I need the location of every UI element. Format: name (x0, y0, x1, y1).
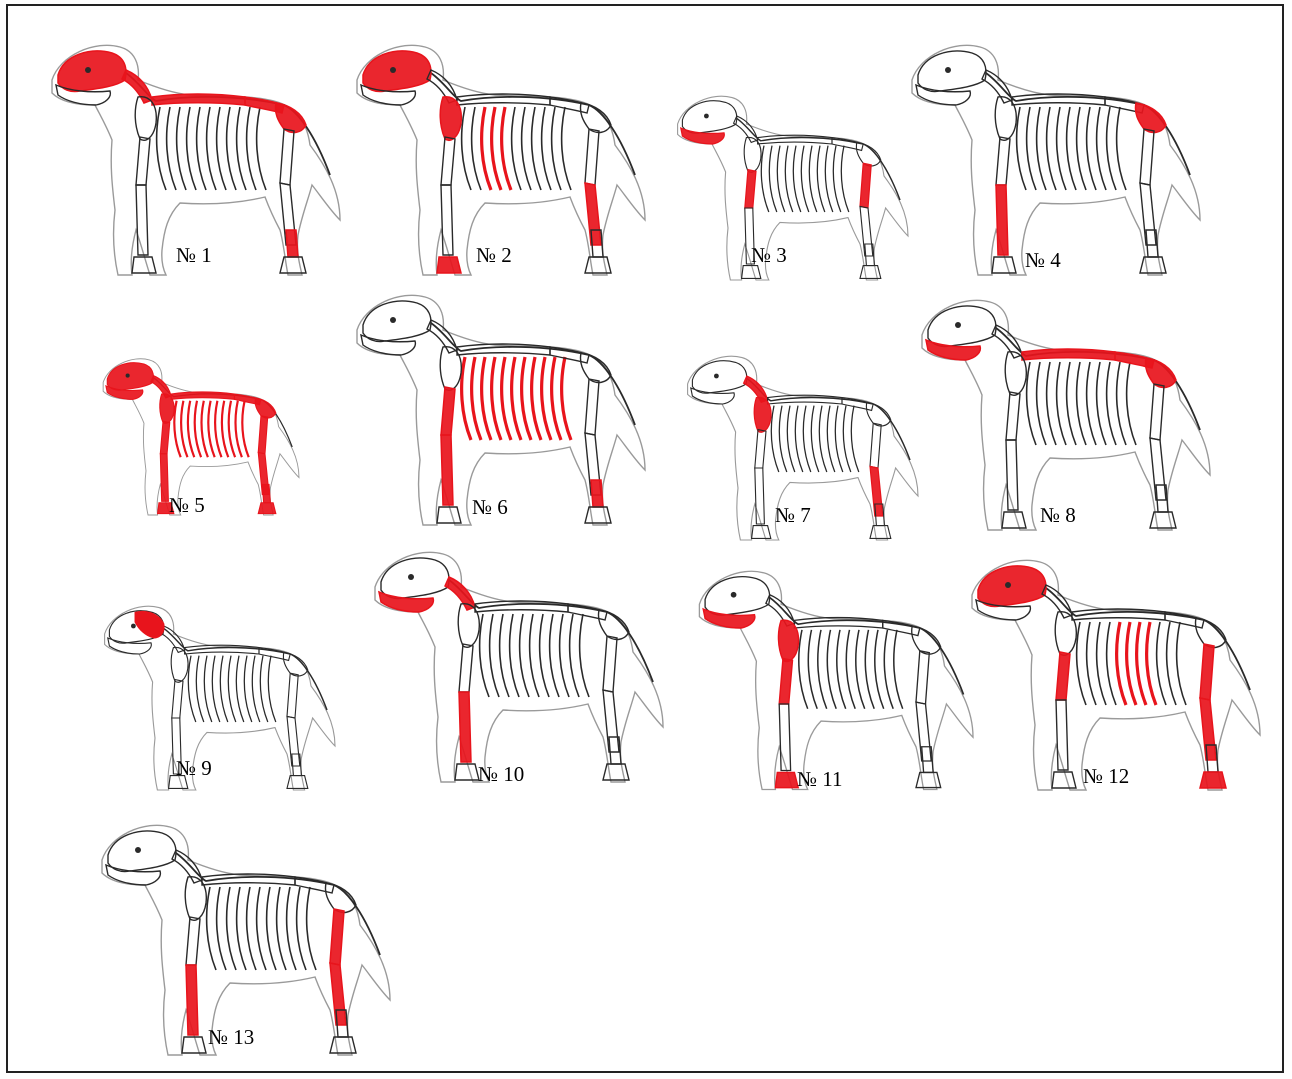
specimen-label-6: № 6 (472, 495, 508, 520)
eye-socket (714, 374, 719, 379)
fore-radius-highlighted (441, 435, 453, 505)
specimen-label-3: № 3 (751, 243, 787, 268)
specimen-label-7: № 7 (775, 503, 811, 528)
specimen-label-5: № 5 (169, 493, 205, 518)
eye-socket (390, 67, 396, 73)
eye-socket (704, 114, 709, 119)
eye-socket (85, 67, 91, 73)
scapula-highlighted (778, 620, 798, 661)
scapula-highlighted (160, 394, 174, 424)
fore-radius-highlighted (459, 692, 471, 762)
specimen-label-1: № 1 (176, 243, 212, 268)
specimen-label-9: № 9 (176, 756, 212, 781)
specimen-label-8: № 8 (1040, 503, 1076, 528)
specimen-label-11: № 11 (797, 767, 843, 792)
eye-socket (731, 592, 737, 598)
scapula-highlighted (440, 97, 461, 140)
eye-socket (955, 322, 961, 328)
fore-paw-highlighted (775, 772, 798, 787)
eye-socket (131, 624, 136, 629)
eye-socket (390, 317, 396, 323)
scapula-highlighted (754, 397, 771, 432)
hind-paw-highlighted (1200, 772, 1226, 788)
eye-socket (408, 574, 414, 580)
hind-tarsus-highlighted (591, 480, 603, 507)
eye-socket (1005, 582, 1011, 588)
specimen-label-13: № 13 (208, 1025, 254, 1050)
hind-paw-highlighted (258, 503, 276, 514)
fore-paw-highlighted (437, 257, 461, 273)
specimen-label-10: № 10 (478, 762, 524, 787)
fore-radius-highlighted (996, 185, 1008, 255)
specimen-label-12: № 12 (1083, 764, 1129, 789)
fore-radius-highlighted (160, 454, 168, 502)
fore-radius-highlighted (186, 965, 198, 1035)
specimen-label-2: № 2 (476, 243, 512, 268)
hind-tarsus-highlighted (262, 484, 270, 502)
specimen-label-4: № 4 (1025, 248, 1061, 273)
eye-socket (135, 847, 141, 853)
hind-tarsus-highlighted (286, 230, 298, 257)
eye-socket (945, 67, 951, 73)
eye-socket (126, 374, 130, 378)
